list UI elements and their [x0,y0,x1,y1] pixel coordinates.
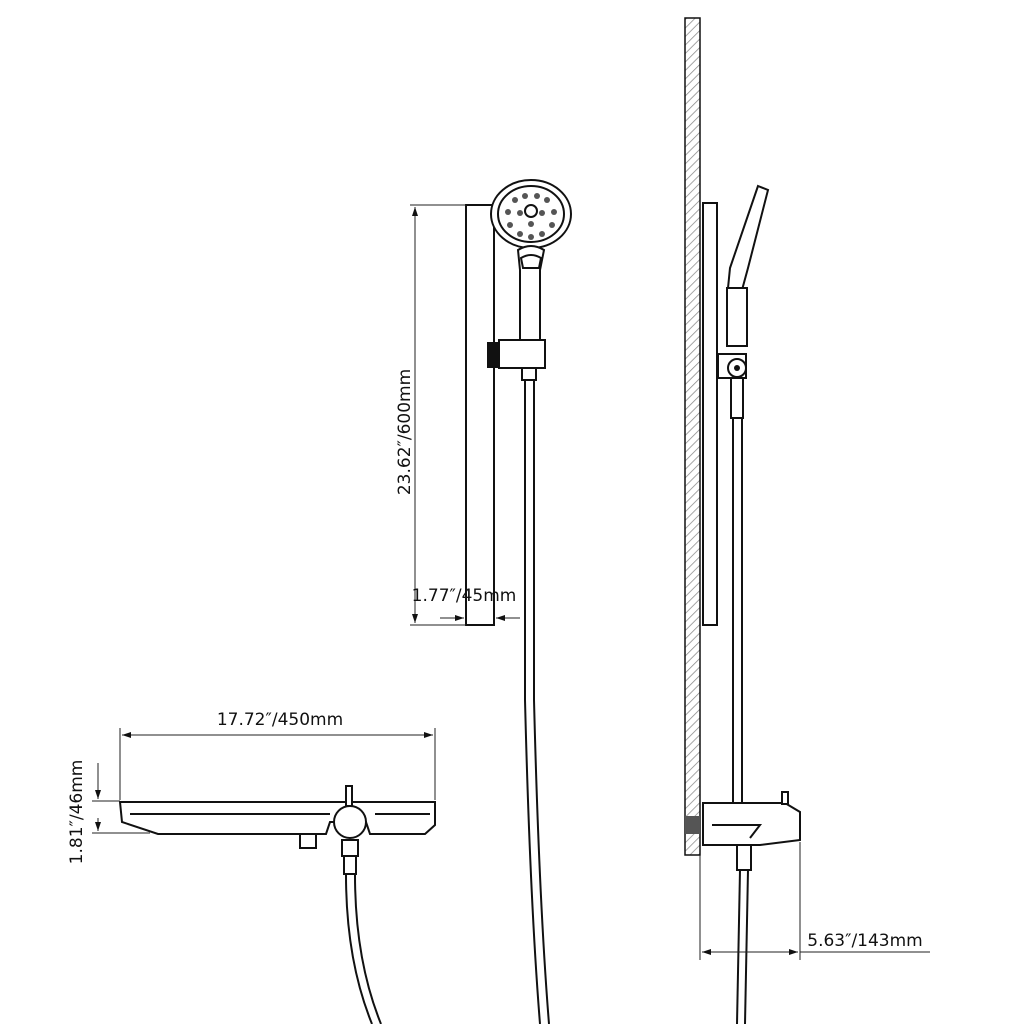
spout-height-dimension: 1.81″/46mm [67,760,150,865]
rail-width-label: 1.77″/45mm [412,586,517,606]
rail-height-label: 23.62″/600mm [395,369,415,495]
side-view-wall [684,17,701,856]
shower-holder-front [487,339,546,381]
spout-height-label: 1.81″/46mm [67,760,87,865]
projection-label: 5.63″/143mm [807,931,923,951]
front-slide-rail [465,204,495,626]
hand-shower-side [717,184,770,419]
tub-spout-mixer [118,785,436,875]
side-hose [732,418,749,1024]
projection-dimension: 5.63″/143mm [699,842,930,960]
rail-height-dimension: 23.62″/600mm [395,204,466,626]
shower-hose [345,380,550,1024]
hand-shower-front [490,179,572,341]
side-tub-spout [685,791,801,871]
rail-width-dimension: 1.77″/45mm [412,586,520,621]
spout-width-dimension: 17.72″/450mm [119,710,436,800]
spout-width-label: 17.72″/450mm [217,710,343,730]
side-slide-rail [702,202,718,626]
